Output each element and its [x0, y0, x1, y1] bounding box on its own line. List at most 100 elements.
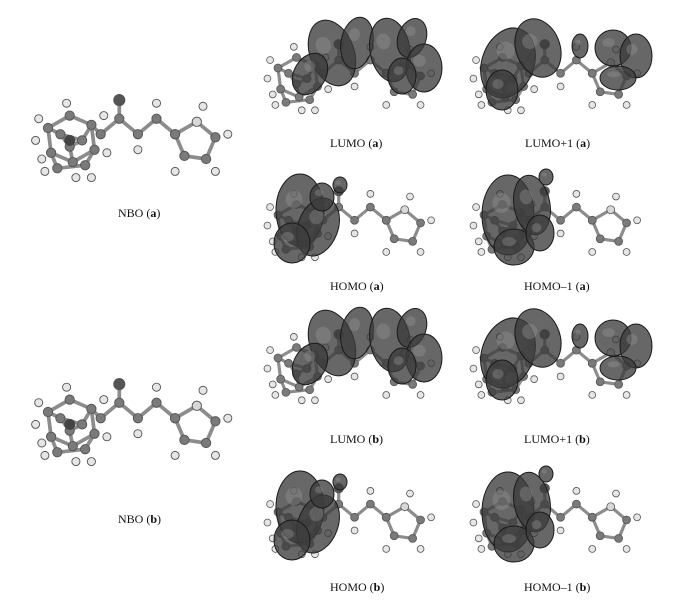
atom [305, 95, 315, 105]
orbital-highlight [531, 520, 542, 530]
atom [595, 377, 605, 387]
hydrogen-atom [31, 419, 41, 429]
orbital-lobe [538, 168, 554, 186]
atom [614, 237, 623, 246]
hydrogen-atom [263, 221, 272, 230]
caption-lumo1-a: LUMO+1 (a) [525, 136, 591, 150]
hydrogen-atom [31, 135, 41, 145]
hydrogen-atom [556, 229, 565, 238]
hydrogen-atom [406, 192, 414, 201]
caption-lumo-b: LUMO (b) [330, 432, 384, 446]
atom [614, 534, 623, 543]
atom [595, 234, 605, 244]
atom [95, 129, 106, 140]
atom [381, 512, 391, 522]
orbital-lobe [525, 214, 555, 252]
nbo-center-atom [64, 418, 76, 430]
orbital-highlight [492, 79, 504, 89]
atom [132, 129, 144, 140]
orbital-highlight [626, 43, 638, 55]
atom [67, 156, 78, 168]
hydrogen-atom [266, 500, 274, 508]
atom [45, 431, 57, 442]
hydrogen-atom [382, 391, 391, 399]
hydrogen-atom [99, 111, 109, 121]
atom [400, 502, 410, 512]
hydrogen-atom [266, 203, 274, 211]
atom [587, 215, 597, 225]
hydrogen-atom [622, 545, 631, 553]
hydrogen-atom [86, 457, 96, 467]
atom [381, 215, 391, 225]
atom [64, 110, 75, 121]
hydrogen-atom [62, 382, 72, 392]
panel-lumo-b [262, 298, 462, 418]
hydrogen-atom [474, 534, 483, 543]
orbital-highlight [575, 39, 581, 46]
hydrogen-atom [34, 114, 44, 124]
atom [400, 205, 410, 215]
homo1-a-orbital-image [469, 168, 641, 266]
orbital-highlight [531, 223, 542, 233]
nbo-center-atom [64, 134, 76, 146]
oxygen-atom [113, 378, 126, 391]
atom [273, 353, 283, 363]
atom [42, 406, 54, 418]
hydrogen-atom [572, 487, 581, 495]
hydrogen-atom [406, 489, 414, 498]
hydrogen-atom [99, 395, 109, 405]
atom [305, 385, 315, 395]
atom [366, 499, 375, 509]
hydrogen-atom [210, 450, 220, 460]
hydrogen-atom [382, 248, 391, 256]
hydrogen-atom [633, 216, 641, 225]
atom [169, 129, 181, 140]
hydrogen-atom [37, 154, 47, 164]
atom [408, 380, 417, 389]
hydrogen-atom [290, 43, 298, 51]
atom [80, 160, 91, 171]
hydrogen-atom [268, 380, 277, 389]
atom [42, 122, 54, 134]
orbital-highlight [314, 189, 324, 197]
orbital-lobe [514, 18, 562, 78]
hydrogen-atom [588, 545, 597, 553]
atom [76, 419, 88, 430]
atom [89, 144, 100, 155]
panel-homo1-a [468, 155, 668, 273]
hydrogen-atom [40, 450, 50, 460]
atom [55, 413, 66, 424]
hydrogen-atom [474, 90, 483, 99]
orbital-highlight [541, 469, 547, 474]
atom [191, 400, 202, 411]
hydrogen-atom [556, 372, 565, 381]
panel-lumo-a [262, 8, 462, 128]
atom [366, 202, 375, 212]
atom [132, 413, 144, 424]
oxygen-atom [113, 94, 126, 107]
hydrogen-atom [612, 489, 620, 498]
orbital-highlight [626, 333, 638, 345]
orbital-lobe [387, 347, 417, 385]
hydrogen-atom [477, 248, 486, 256]
panel-homo-b [262, 452, 462, 570]
hydrogen-atom [427, 216, 435, 225]
orbital-highlight [335, 180, 341, 185]
orbital-lobe [599, 65, 637, 91]
orbital-highlight [348, 318, 361, 332]
orbital-highlight [304, 60, 316, 72]
atom [284, 358, 293, 368]
orbital-highlight [575, 329, 581, 336]
orbital-highlight [314, 486, 324, 494]
orbital-highlight [309, 209, 324, 225]
hydrogen-atom [210, 166, 220, 176]
hydrogen-atom [472, 203, 480, 211]
atom [55, 129, 66, 140]
hydrogen-atom [271, 391, 280, 399]
molecule-skeleton [31, 378, 233, 467]
atom [614, 380, 623, 389]
orbital-highlight [285, 487, 303, 506]
orbital-highlight [304, 350, 316, 362]
panel-lumo1-b [468, 298, 668, 418]
orbital-lobe [291, 52, 329, 96]
